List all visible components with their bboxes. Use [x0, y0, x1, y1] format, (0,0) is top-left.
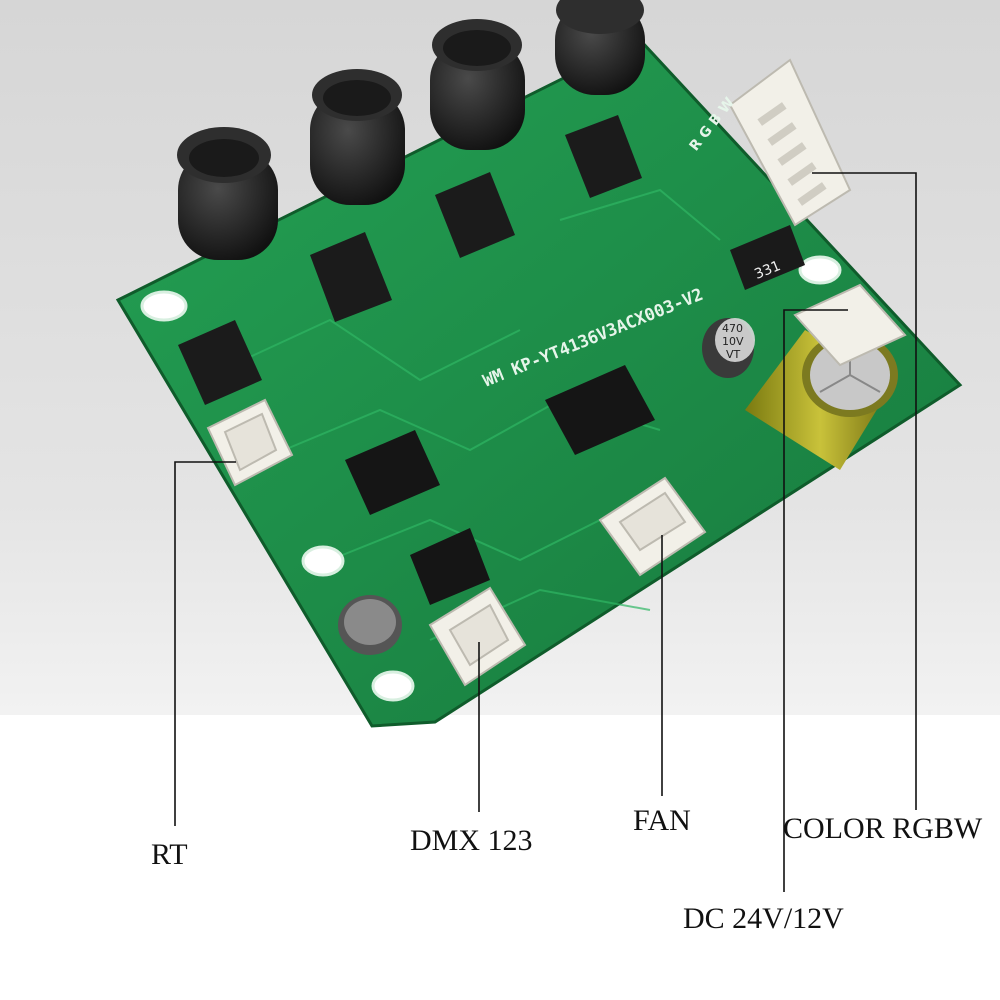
inductor-1 — [177, 127, 278, 260]
svg-text:470: 470 — [722, 322, 743, 335]
microphone — [338, 595, 402, 655]
inductor-coils — [177, 0, 645, 260]
ic-chips — [345, 365, 655, 605]
callout-lines — [174, 172, 917, 892]
mosfet-chips — [178, 115, 642, 405]
inductor-3 — [430, 19, 525, 150]
connector-fan — [598, 476, 707, 577]
svg-text:VT: VT — [726, 348, 741, 361]
connector-dmx — [428, 586, 527, 687]
callout-color-rgbw: COLOR RGBW — [783, 812, 983, 845]
inductor-4 — [555, 0, 645, 95]
callout-rt: RT — [151, 838, 188, 871]
svg-text:10V: 10V — [722, 335, 744, 348]
connector-dc — [793, 283, 907, 367]
callout-dc-power: DC 24V/12V — [683, 902, 844, 935]
connector-rt — [206, 398, 294, 487]
callout-fan: FAN — [633, 804, 691, 837]
callout-dmx: DMX 123 — [410, 824, 533, 857]
mounting-holes — [140, 255, 842, 702]
connector-rgbw — [728, 58, 852, 227]
inductor-2 — [310, 69, 405, 205]
line-color — [812, 172, 917, 810]
connectors — [206, 58, 907, 687]
small-capacitor: 470 10V VT — [702, 318, 755, 378]
line-rt — [174, 461, 236, 826]
line-dc — [783, 309, 848, 892]
large-capacitor — [745, 330, 898, 470]
